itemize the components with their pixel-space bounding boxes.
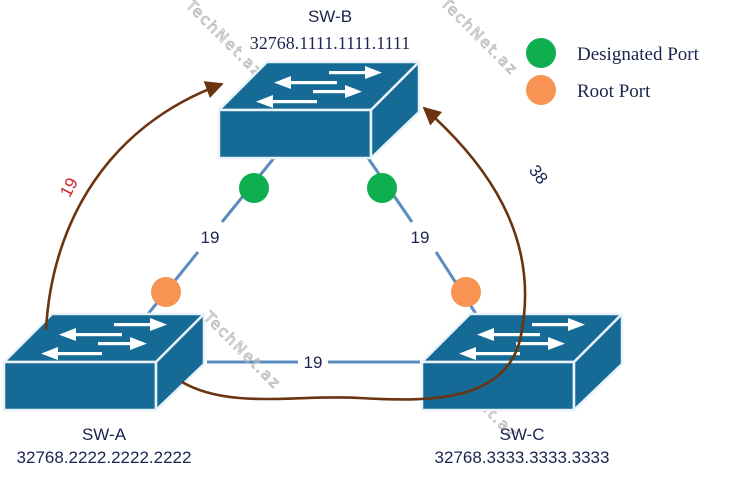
designated-port-sw-b-to-sw-c[interactable] — [367, 173, 397, 203]
cost-labels: 19 19 19 — [201, 228, 430, 372]
cost-label-sw-a-sw-c: 19 — [304, 353, 323, 372]
cost-label-sw-a-sw-b: 19 — [201, 228, 220, 247]
path-arrow-sw-a-via-sw-c-to-sw-b — [181, 106, 527, 401]
path-cost-direct: 19 — [56, 175, 82, 201]
switch-sw-b[interactable] — [217, 60, 421, 160]
designated-port-legend-icon — [526, 38, 556, 68]
switch-name-sw-b: SW-B — [308, 7, 352, 26]
bridge-id-sw-b: 32768.1111.1111.1111 — [250, 33, 411, 53]
root-port-sw-a[interactable] — [151, 277, 181, 307]
root-port-legend-icon — [526, 75, 556, 105]
legend: Designated Port Root Port — [526, 38, 700, 105]
bridge-id-sw-c: 32768.3333.3333.3333 — [435, 448, 610, 467]
legend-item-root-port: Root Port — [526, 75, 651, 105]
watermark: TechNet.az — [199, 307, 284, 392]
switch-name-sw-c: SW-C — [499, 425, 544, 444]
switch-labels: SW-B 32768.1111.1111.1111 SW-A 32768.222… — [17, 7, 610, 467]
switch-sw-a[interactable] — [2, 312, 206, 412]
bridge-id-sw-a: 32768.2222.2222.2222 — [17, 448, 192, 467]
switch-icon — [2, 312, 206, 412]
root-port-sw-c[interactable] — [451, 277, 481, 307]
path-arrow-sw-a-to-sw-b-direct — [44, 81, 224, 331]
ports — [151, 173, 481, 307]
designated-port-sw-b-to-sw-a[interactable] — [239, 173, 269, 203]
path-cost-via-sw-c: 38 — [525, 161, 552, 188]
legend-label: Designated Port — [577, 44, 700, 65]
legend-label: Root Port — [577, 81, 651, 102]
switch-name-sw-a: SW-A — [82, 425, 127, 444]
watermark: TechNet.az — [436, 0, 521, 79]
switch-icon — [217, 60, 421, 160]
cost-label-sw-c-sw-b: 19 — [411, 228, 430, 247]
legend-item-designated-port: Designated Port — [526, 38, 700, 68]
